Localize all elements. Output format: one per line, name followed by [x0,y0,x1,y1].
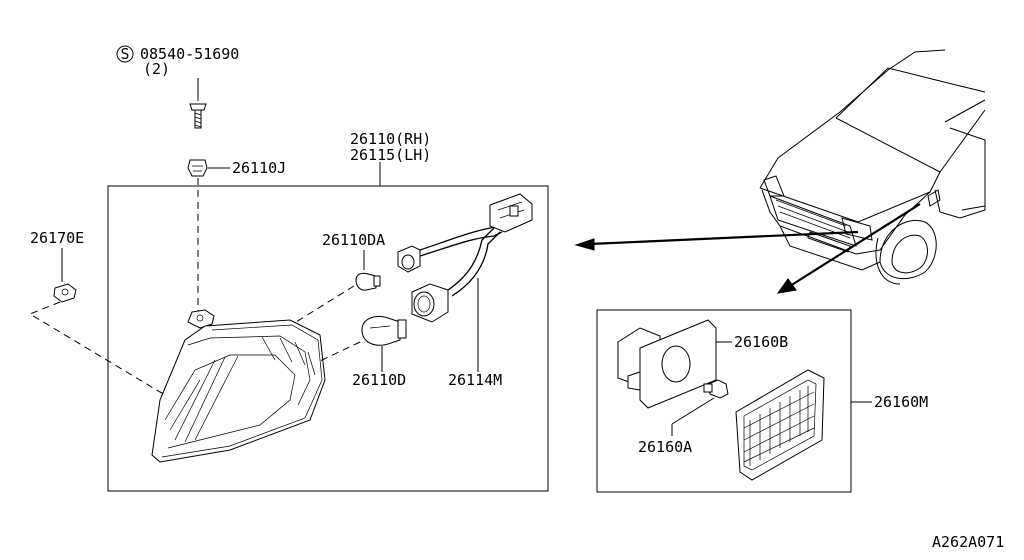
bulb-large-label: 26110D [352,371,406,389]
vehicle-icon [759,49,986,285]
grommet-label: 26110J [232,159,286,177]
lamp-assembly-box [107,185,549,492]
screw-symbol: S [120,45,129,63]
small-bulb-icon [355,272,381,291]
corner-lamp-icon [151,309,326,463]
grommet-icon [187,159,208,177]
drawing-code-label: A262A071 [932,533,1004,551]
side-lamp-icon [735,369,825,481]
harness-icon [397,193,533,323]
screw-part-label: 08540-51690 [140,45,239,63]
side-lamp-label: 26160M [874,393,928,411]
lamp-lh-label: 26115(LH) [350,146,431,164]
side-bulb-label: 26160A [638,438,692,456]
bulb-small-label: 26110DA [322,231,385,249]
large-bulb-icon [361,316,407,346]
side-socket-icon [617,319,717,409]
side-bulb-icon [703,379,729,399]
clip-icon [53,283,77,303]
screw-qty-label: (2) [143,60,170,78]
clip-label: 26170E [30,229,84,247]
lamp-rh-label: 26110(RH) [350,130,431,148]
harness-label: 26114M [448,371,502,389]
screw-icon: S [116,45,207,129]
side-marker-box [596,309,852,493]
side-socket-label: 26160B [734,333,788,351]
